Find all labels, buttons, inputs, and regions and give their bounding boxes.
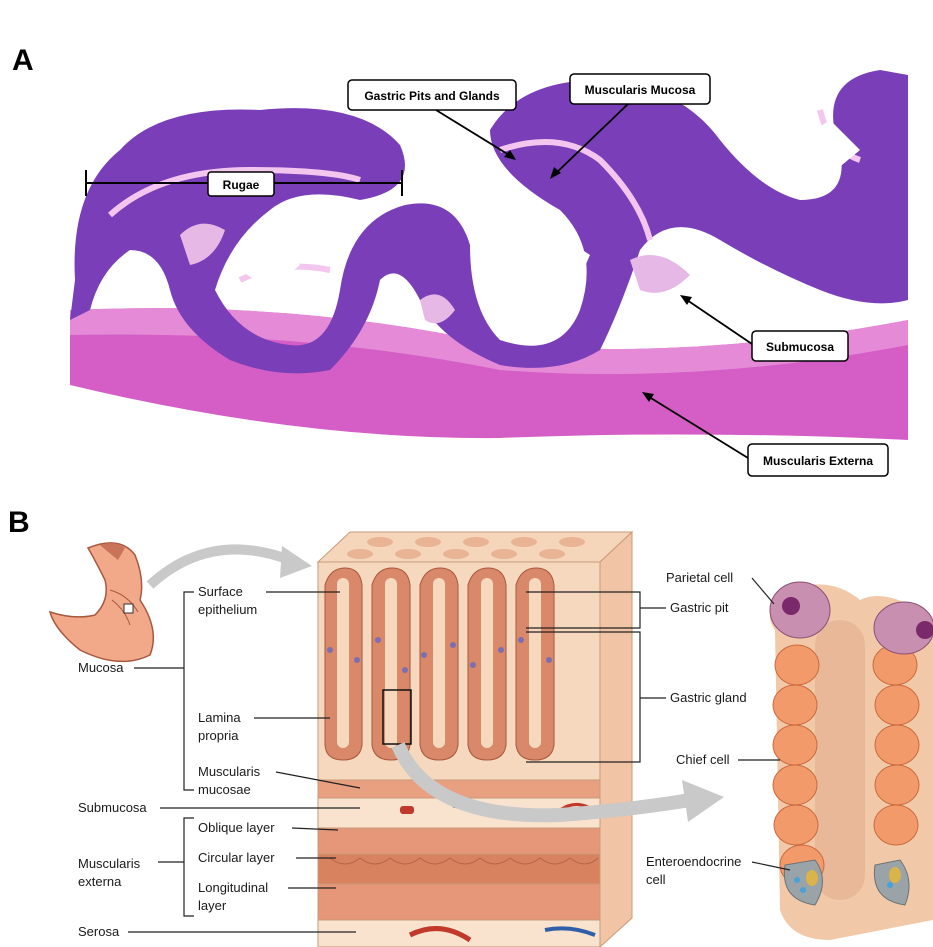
submucosa-label: Submucosa bbox=[766, 340, 834, 354]
zoom-arrowhead-bottom bbox=[682, 780, 724, 822]
label-surface-1: Surface bbox=[198, 584, 243, 599]
label-oblique: Oblique layer bbox=[198, 820, 275, 835]
label-gastric-pit: Gastric pit bbox=[670, 600, 729, 615]
label-muscularis-externa-1: Muscularis bbox=[78, 856, 141, 871]
muscularis-externa-label: Muscularis Externa bbox=[763, 454, 873, 468]
label-circular: Circular layer bbox=[198, 850, 275, 865]
label-enteroendocrine-2: cell bbox=[646, 872, 666, 887]
label-longitudinal-1: Longitudinal bbox=[198, 880, 268, 895]
label-muscularis-externa-2: externa bbox=[78, 874, 122, 889]
zoom-arrow-top bbox=[150, 549, 290, 585]
label-chief-cell: Chief cell bbox=[676, 752, 730, 767]
label-musc-mucosae-1: Muscularis bbox=[198, 764, 261, 779]
label-surface-2: epithelium bbox=[198, 602, 257, 617]
panel-a-letter: A bbox=[12, 44, 34, 77]
stomach-icon bbox=[50, 543, 153, 662]
muscularis-mucosa-label: Muscularis Mucosa bbox=[585, 83, 696, 97]
gastric-gland-detail bbox=[770, 582, 933, 940]
label-submucosa: Submucosa bbox=[78, 800, 147, 815]
label-serosa: Serosa bbox=[78, 924, 120, 939]
mucosa-bracket bbox=[184, 592, 194, 790]
gastric-pits-label: Gastric Pits and Glands bbox=[364, 89, 500, 103]
label-enteroendocrine-1: Enteroendocrine bbox=[646, 854, 741, 869]
label-musc-mucosae-2: mucosae bbox=[198, 782, 251, 797]
label-mucosa: Mucosa bbox=[78, 660, 124, 675]
muscularis-externa-bracket bbox=[184, 818, 194, 916]
rugae-label: Rugae bbox=[223, 178, 260, 192]
stomach-wall-block bbox=[318, 532, 632, 947]
label-longitudinal-2: layer bbox=[198, 898, 227, 913]
panel-b-letter: B bbox=[8, 506, 30, 539]
label-lamina-1: Lamina bbox=[198, 710, 241, 725]
label-lamina-2: propria bbox=[198, 728, 239, 743]
label-parietal-cell: Parietal cell bbox=[666, 570, 733, 585]
zoom-arrowhead-top bbox=[280, 546, 312, 578]
label-gastric-gland: Gastric gland bbox=[670, 690, 747, 705]
